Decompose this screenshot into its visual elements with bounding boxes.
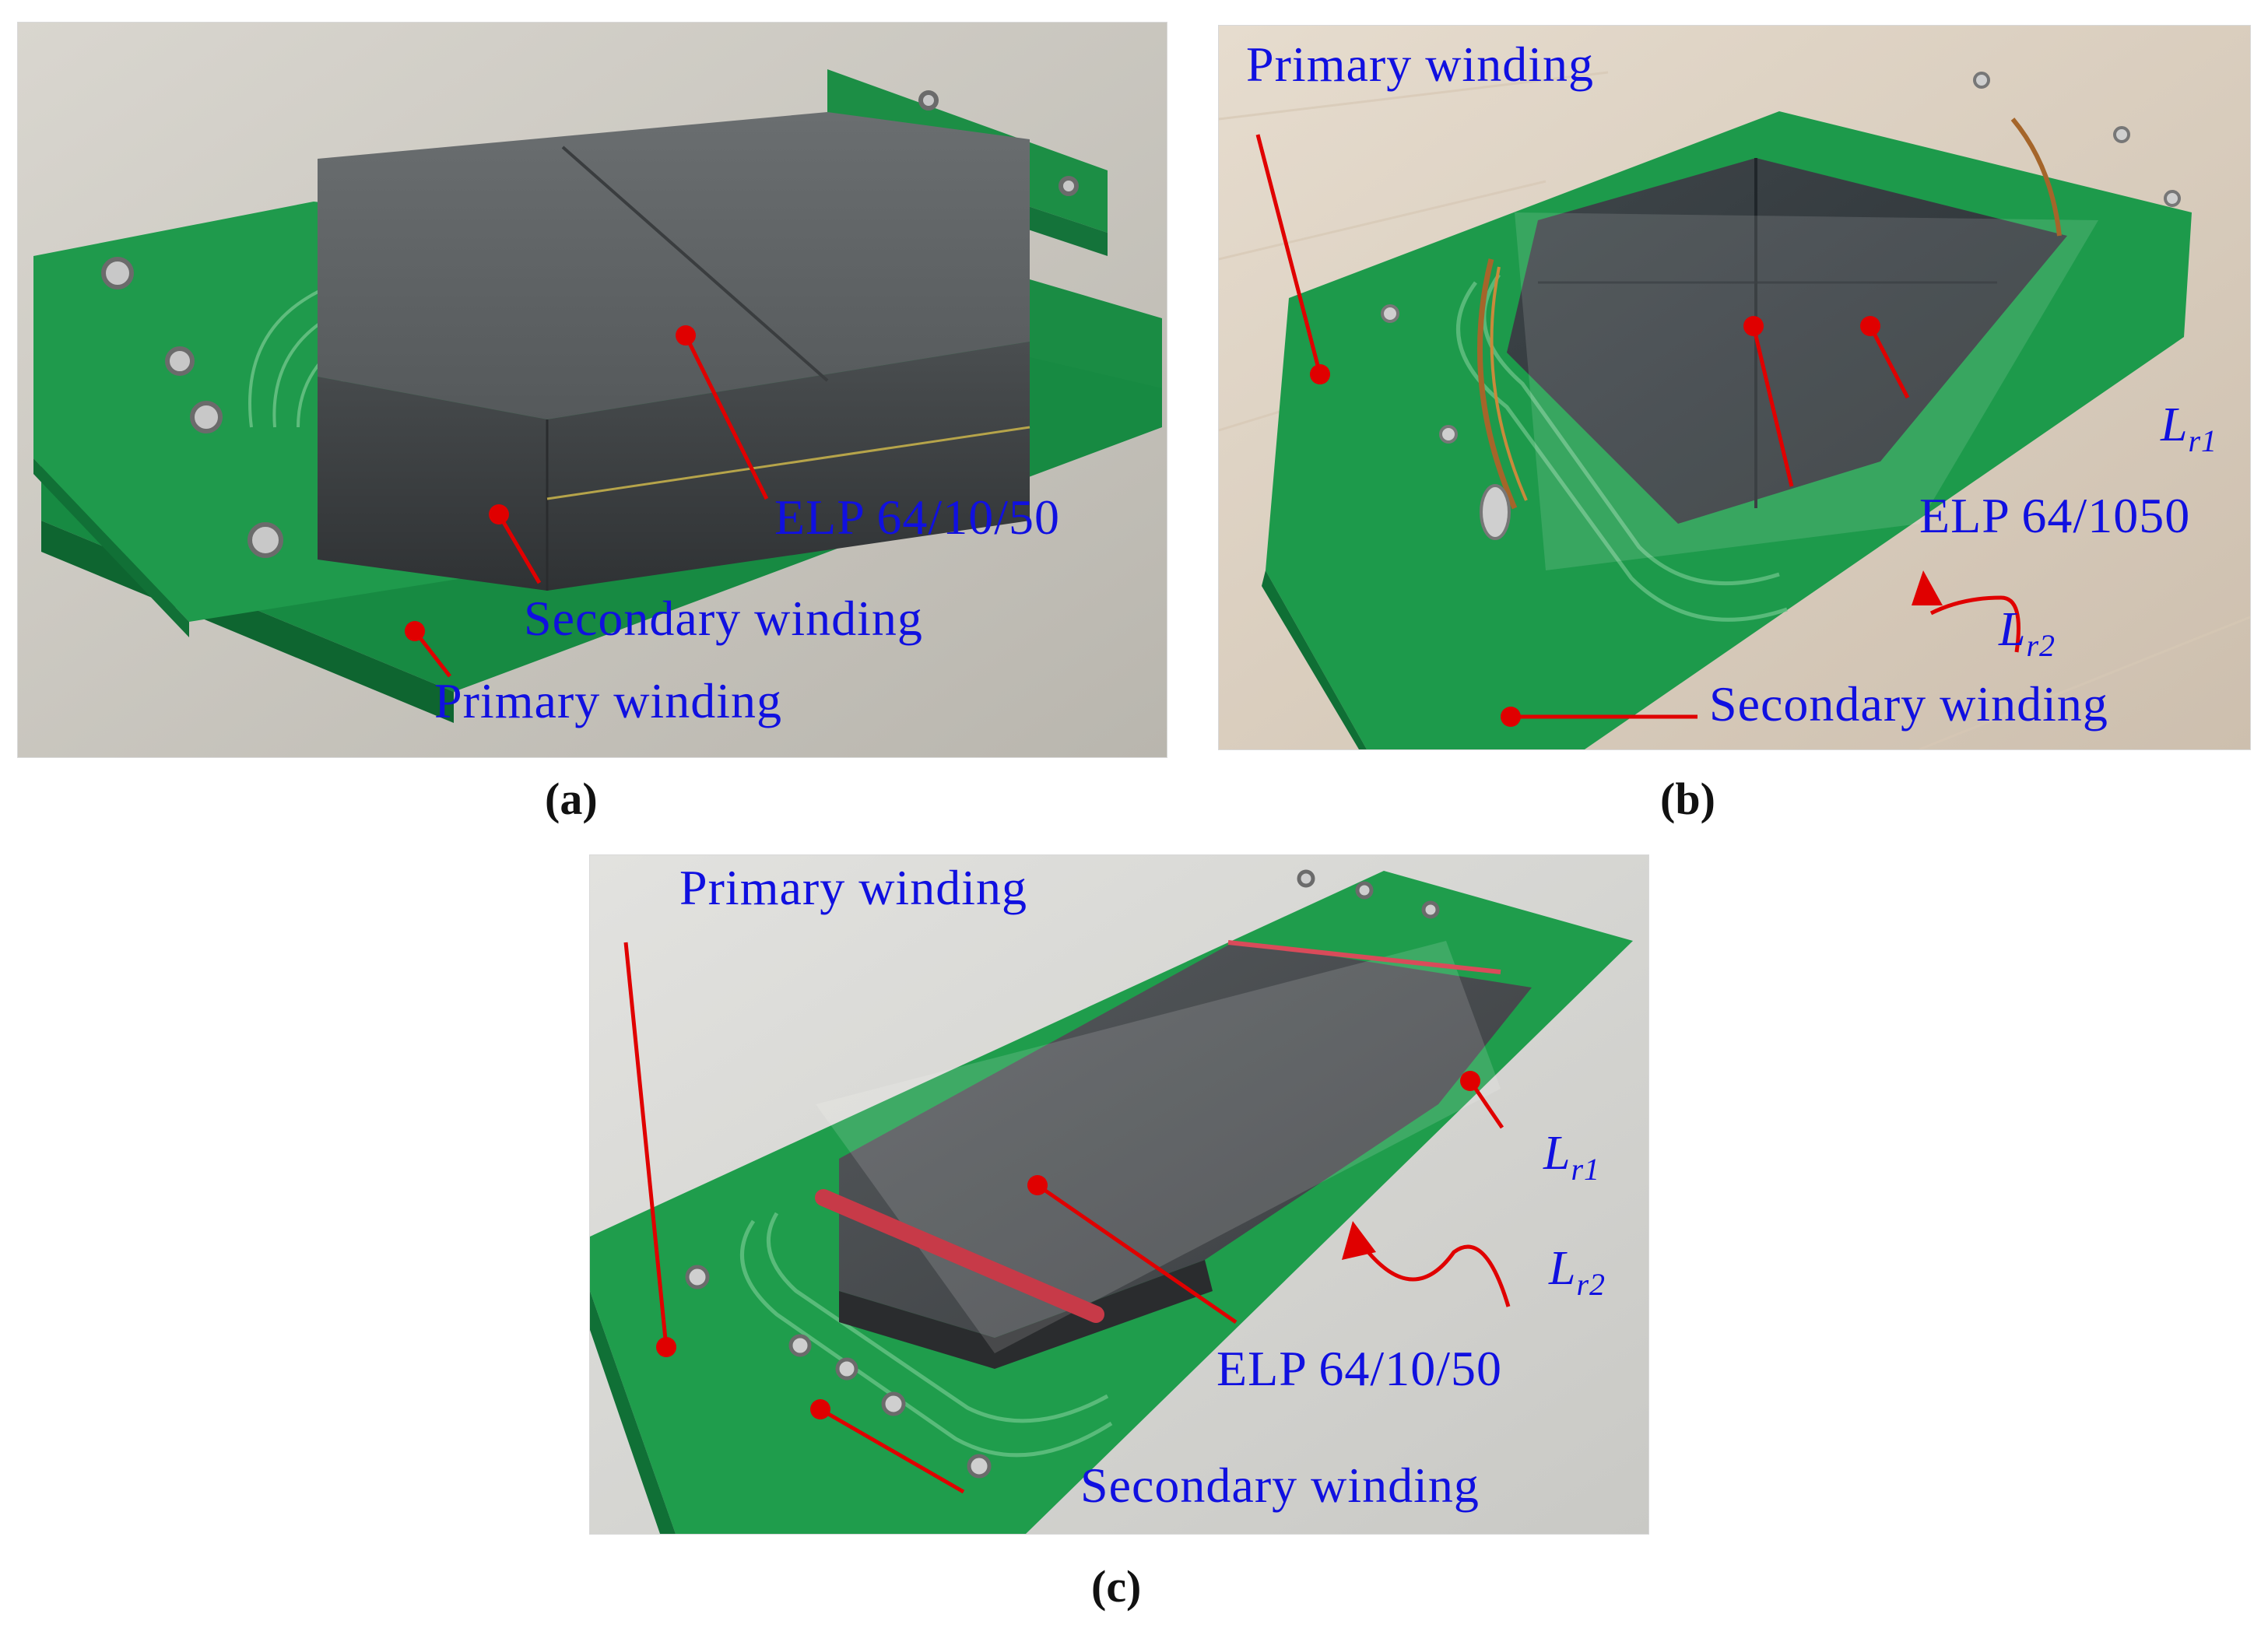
label-core-a: ELP 64/10/50 [774, 489, 1060, 545]
lr2-symbol-c: L [1549, 1242, 1577, 1295]
label-primary-winding-c: Primary winding [679, 860, 1027, 915]
photo-panel-c: Primary winding Lr1 Lr2 ELP 64/10/50 Sec… [589, 854, 1649, 1535]
caption-a: (a) [545, 774, 598, 824]
lr2-symbol-b: L [1999, 603, 2027, 656]
label-secondary-winding-b: Secondary winding [1709, 676, 2108, 732]
lr1-symbol-c: L [1543, 1127, 1571, 1180]
label-lr1-c: Lr1 [1543, 1129, 1600, 1185]
transformer-photo-c [590, 855, 1648, 1534]
photo-panel-a: ELP 64/10/50 Secondary winding Primary w… [17, 22, 1167, 758]
label-core-b: ELP 64/1050 [1919, 488, 2191, 543]
lr1-symbol-b: L [2161, 398, 2189, 451]
transformer-photo-b [1219, 26, 2250, 749]
label-lr2-c: Lr2 [1549, 1244, 1606, 1300]
lr1-subscript-b: r1 [2188, 423, 2218, 458]
photo-panel-b: Primary winding Lr1 ELP 64/1050 Lr2 Seco… [1218, 25, 2251, 750]
label-secondary-winding-c: Secondary winding [1080, 1458, 1480, 1513]
label-primary-winding-a: Primary winding [434, 673, 782, 728]
caption-c: (c) [1091, 1561, 1142, 1612]
caption-b: (b) [1660, 774, 1715, 824]
label-lr2-b: Lr2 [1999, 605, 2056, 661]
label-lr1-b: Lr1 [2161, 401, 2217, 457]
label-core-c: ELP 64/10/50 [1217, 1341, 1502, 1396]
lr2-subscript-b: r2 [2026, 628, 2056, 663]
lr1-subscript-c: r1 [1571, 1152, 1601, 1187]
label-secondary-winding-a: Secondary winding [524, 591, 923, 646]
lr2-subscript-c: r2 [1576, 1267, 1606, 1302]
transformer-photo-a [18, 23, 1167, 757]
label-primary-winding-b: Primary winding [1246, 37, 1594, 92]
